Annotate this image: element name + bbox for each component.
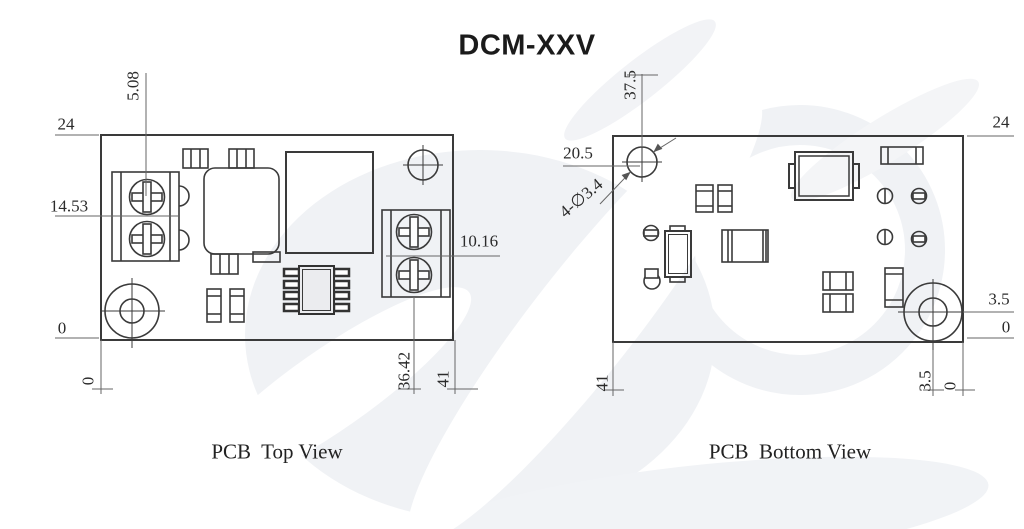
top-right-mounting-hole: [403, 145, 443, 185]
bv-dim-3-5-bottom: 3.5: [915, 370, 935, 392]
terminal-screw: [395, 256, 433, 294]
right-terminal-block: [381, 209, 451, 298]
bv-dim-20-5: 20.5: [563, 143, 593, 163]
soic8-ic: [282, 265, 351, 315]
bv-dim-37-5: 37.5: [620, 70, 640, 100]
screw-head: [642, 224, 660, 242]
bottom-board-outline: [612, 135, 964, 343]
bv-dim-0-bottom: 0: [940, 381, 960, 391]
fuse: [880, 146, 924, 165]
inductor: [721, 229, 769, 263]
tv-dim-0-bottom: 0: [78, 376, 98, 386]
transformer: [182, 148, 281, 275]
top-view-board: [100, 134, 454, 348]
smd-pads: [822, 271, 854, 313]
smd-capacitors: [206, 288, 245, 323]
power-module: [285, 151, 374, 254]
bv-dim-3-5-right: 3.5: [988, 289, 1010, 309]
bottom-left-mounting-hole: [100, 278, 165, 348]
top-view-caption: PCB Top View: [211, 439, 343, 464]
led-component: [643, 268, 661, 290]
top-view-dimension-lines: [55, 73, 500, 394]
bottom-right-mounting-hole: [898, 279, 963, 350]
diode: [788, 151, 860, 201]
terminal-screw: [128, 220, 166, 258]
bottom-view-board: [612, 135, 964, 350]
tv-dim-41: 41: [433, 370, 453, 388]
electrolytic-capacitor: [664, 225, 692, 283]
top-board-outline: [100, 134, 454, 341]
bottom-view-dimension-lines: [563, 74, 1014, 396]
tv-dim-10-16: 10.16: [459, 231, 499, 251]
terminal-screw: [395, 213, 433, 251]
watermark-logo: [188, 19, 989, 529]
hole-callout-leader: [599, 137, 677, 205]
tv-dim-36-42: 36.42: [394, 351, 414, 391]
bv-dim-24: 24: [992, 112, 1010, 132]
via-pads: [876, 187, 928, 248]
bottom-view-caption: PCB Bottom View: [708, 439, 872, 464]
drawing-title: DCM-XXV: [458, 29, 596, 62]
smd-resistor-vertical: [884, 267, 904, 308]
terminal-screw: [128, 178, 166, 216]
tv-dim-14-53: 14.53: [49, 196, 89, 216]
tv-dim-5-08: 5.08: [123, 71, 143, 101]
bv-dim-0-right: 0: [1001, 317, 1011, 337]
smd-resistors: [695, 184, 733, 213]
left-terminal-block: [111, 171, 190, 262]
bv-dim-41: 41: [592, 374, 612, 392]
tv-dim-24: 24: [57, 114, 75, 134]
tv-dim-0-left: 0: [57, 318, 67, 338]
